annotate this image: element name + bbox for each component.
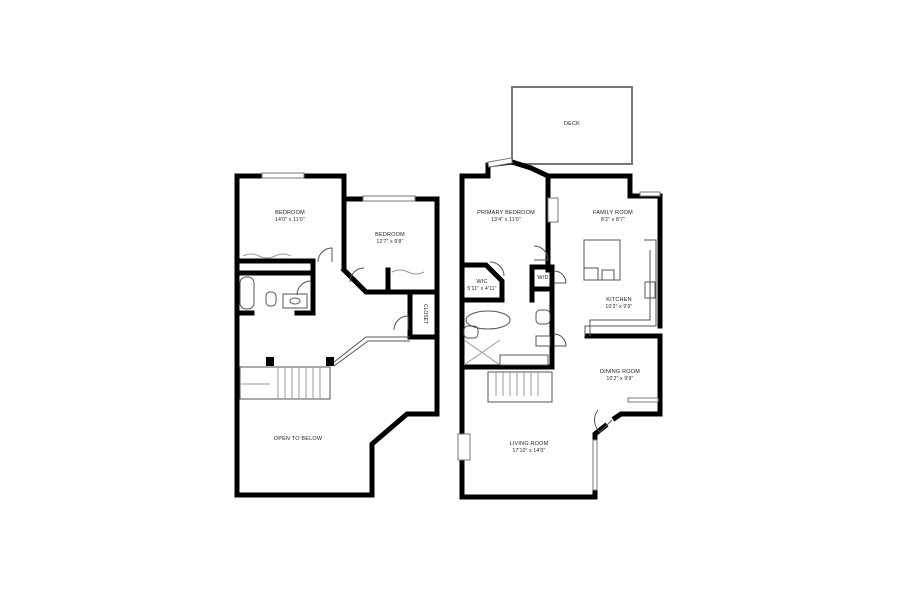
room-dimensions: 14'0" x 11'0" — [275, 217, 305, 223]
room-dimensions: 5'11" x 4'11" — [467, 286, 497, 292]
room-label-closet: CLOSET — [422, 304, 428, 325]
room-name: FAMILY ROOM — [593, 210, 633, 216]
room-name: BEDROOM — [275, 210, 305, 216]
room-label-deck: DECK — [564, 121, 580, 128]
room-name: PRIMARY BEDROOM — [477, 210, 535, 216]
room-label-family-room: FAMILY ROOM 8'2" x 8'7" — [593, 210, 633, 224]
room-label-kitchen: KITCHEN 10'2" x 9'9" — [605, 297, 632, 311]
room-dimensions: 12'7" x 9'8" — [376, 239, 404, 245]
room-label-bedroom-2: BEDROOM 12'7" x 9'8" — [375, 232, 405, 246]
room-label-wd: W/D — [537, 275, 548, 282]
room-label-dining-room: DINING ROOM 10'2" x 9'9" — [600, 369, 640, 383]
room-name: W/D — [537, 275, 549, 281]
room-name: DINING ROOM — [599, 369, 641, 375]
room-label-primary-bedroom: PRIMARY BEDROOM 13'4" x 11'0" — [477, 210, 535, 224]
room-dimensions: 17'10" x 14'0" — [512, 448, 546, 454]
room-name: OPEN TO BELOW — [273, 436, 323, 442]
room-name: LIVING ROOM — [509, 441, 549, 447]
room-name: BEDROOM — [375, 232, 405, 238]
room-label-bedroom-1: BEDROOM 14'0" x 11'0" — [275, 210, 305, 224]
room-label-living-room: LIVING ROOM 17'10" x 14'0" — [510, 441, 549, 455]
room-dimensions: 10'2" x 9'9" — [605, 304, 633, 310]
room-dimensions: 10'2" x 9'9" — [606, 376, 634, 382]
room-label-open-to-below: OPEN TO BELOW — [274, 436, 323, 443]
room-name: DECK — [563, 121, 581, 127]
room-label-wic: WIC 5'11" x 4'11" — [467, 279, 496, 293]
room-dimensions: 8'2" x 8'7" — [600, 217, 626, 223]
room-name: KITCHEN — [606, 297, 632, 303]
room-dimensions: 13'4" x 11'0" — [491, 217, 521, 223]
main-floor-plan — [457, 86, 663, 500]
upper-floor-plan — [234, 172, 440, 498]
room-name: WIC — [476, 279, 488, 285]
